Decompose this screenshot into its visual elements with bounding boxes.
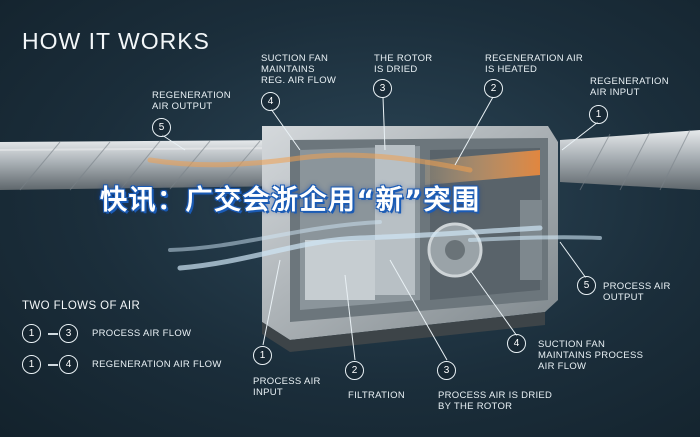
- legend-to-number: 3: [59, 324, 78, 343]
- callout-label-regen-input: REGENERATION AIR INPUT: [590, 76, 669, 98]
- callout-label-regen-heated: REGENERATION AIR IS HEATED: [485, 53, 584, 75]
- callout-number-rotor-dried: 3: [373, 79, 392, 98]
- callout-number-regen-output: 5: [152, 118, 171, 137]
- callout-number-regen-fan: 4: [261, 92, 280, 111]
- callout-number-process-output: 5: [577, 276, 596, 295]
- legend-from-number: 1: [22, 324, 41, 343]
- callout-leader-lines: [161, 96, 599, 361]
- callout-number-regen-heated: 2: [484, 79, 503, 98]
- callout-label-process-fan: SUCTION FAN MAINTAINS PROCESS AIR FLOW: [538, 339, 644, 372]
- callout-number-process-dried: 3: [437, 361, 456, 380]
- page-title: HOW IT WORKS: [22, 28, 210, 54]
- legend-from-number: 1: [22, 355, 41, 374]
- legend-label: PROCESS AIR FLOW: [92, 328, 192, 339]
- overlay-headline: 快讯：广交会浙企用“新”突围: [100, 185, 481, 216]
- legend-dash: [48, 333, 58, 335]
- callout-label-regen-fan: SUCTION FAN MAINTAINS REG. AIR FLOW: [261, 53, 337, 86]
- callout-number-filtration: 2: [345, 361, 364, 380]
- right-duct: [560, 129, 700, 191]
- left-duct: [0, 140, 291, 191]
- callout-number-process-fan: 4: [507, 334, 526, 353]
- legend-row-process: 1 3 PROCESS AIR FLOW: [22, 324, 252, 344]
- legend-label: REGENERATION AIR FLOW: [92, 359, 222, 370]
- legend-title: TWO FLOWS OF AIR: [22, 300, 141, 312]
- callout-number-process-input: 1: [253, 346, 272, 365]
- legend-dash: [48, 364, 58, 366]
- callout-label-rotor-dried: THE ROTOR IS DRIED: [374, 53, 433, 75]
- callout-label-filtration: FILTRATION: [348, 390, 406, 401]
- callout-label-process-output: PROCESS AIR OUTPUT: [603, 281, 671, 303]
- legend-to-number: 4: [59, 355, 78, 374]
- callout-label-regen-output: REGENERATION AIR OUTPUT: [152, 90, 231, 112]
- callout-number-regen-input: 1: [589, 105, 608, 124]
- callout-label-process-dried: PROCESS AIR IS DRIED BY THE ROTOR: [438, 390, 553, 412]
- unit-housing: [262, 126, 558, 352]
- callout-label-process-input: PROCESS AIR INPUT: [253, 376, 321, 398]
- airflow-streams: [147, 152, 602, 271]
- legend-row-regeneration: 1 4 REGENERATION AIR FLOW: [22, 355, 252, 375]
